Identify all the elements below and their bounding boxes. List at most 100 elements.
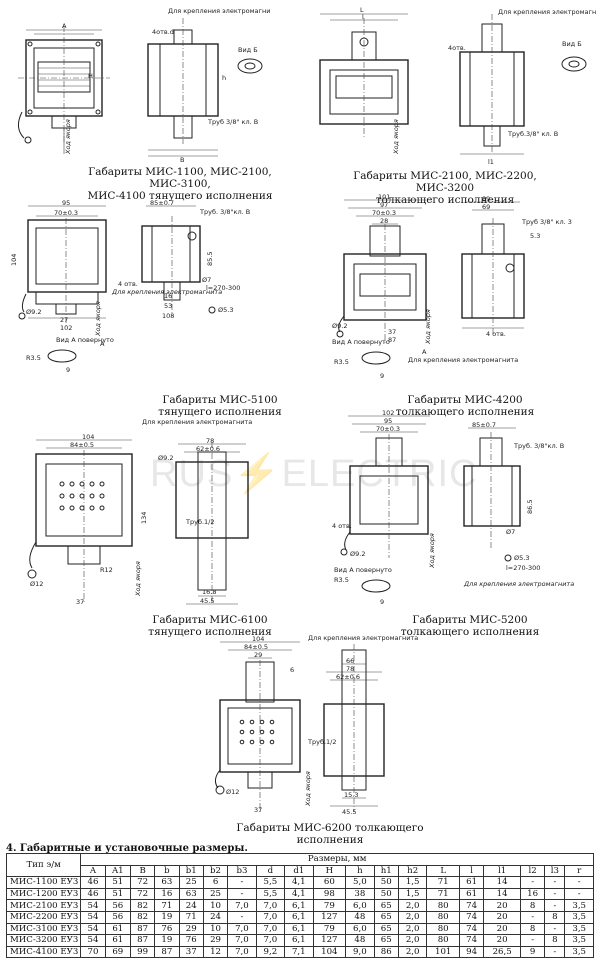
caption-fig6-line2: толкающего исполнения (400, 626, 540, 638)
drawing-mis-4200-pushing: 101 97 70±0.3 28 Ø9.2 Вид А повернуто R3… (330, 194, 596, 390)
value-cell: 7,1 (284, 945, 314, 959)
value-cell: 6,0 (345, 922, 375, 936)
fig6-d9: 9 (380, 598, 384, 606)
value-cell: 87 (129, 934, 156, 947)
value-cell: 80 (426, 922, 460, 936)
column-header: l3 (544, 864, 566, 878)
fig5-d104: 104 (82, 433, 94, 441)
fig6-stroke: Ход якоря (428, 533, 436, 569)
fig3-d92: Ø9.2 (26, 308, 41, 316)
value-cell: 7,0 (255, 922, 286, 936)
value-cell: 65 (373, 910, 399, 924)
fig1-holes: 4отв.d (152, 28, 174, 36)
value-cell: 5,0 (345, 876, 375, 889)
value-cell: 101 (426, 945, 460, 959)
fig3-d104: 104 (10, 254, 18, 266)
fig5-d12: Ø12 (30, 580, 43, 588)
value-cell: 54 (80, 922, 106, 936)
fig7-d104: 104 (252, 635, 264, 643)
value-cell: - (544, 945, 566, 959)
value-cell: 20 (483, 934, 522, 947)
value-cell: 74 (458, 922, 485, 936)
caption-fig7: Габариты МИС-6200 толкающего исполнения (210, 822, 450, 846)
value-cell: 51 (104, 876, 132, 889)
column-header: b1 (178, 864, 204, 878)
fig4-d89: 89 (482, 195, 490, 203)
fig7-d37: 37 (254, 806, 262, 814)
fig1-pipe: Труб 3/8" кл. В (207, 118, 258, 126)
value-cell: 79 (312, 922, 347, 936)
column-header: A1 (104, 864, 132, 878)
value-cell: - (544, 876, 566, 889)
fig7-d12: Ø12 (226, 788, 239, 796)
value-cell: 80 (426, 899, 460, 912)
column-header: L (426, 864, 460, 878)
value-cell: 98 (312, 887, 347, 901)
value-cell: 3,5 (564, 934, 594, 947)
type-cell: МИС-3200 ЕУ3 (5, 934, 82, 947)
value-cell: 82 (129, 910, 156, 924)
fig5-d78: 78 (206, 437, 214, 445)
column-header: h1 (373, 864, 399, 878)
value-cell: 70 (80, 945, 106, 959)
fig2-dim-L: L (360, 6, 364, 14)
fig2-pipe: Труб.3/8" кл. В (507, 130, 558, 138)
value-cell: 61 (104, 922, 132, 936)
fig5-pipe: Труб.1/2 (185, 518, 214, 526)
value-cell: 74 (458, 899, 485, 912)
drawing-mis-6100-pulling: Для крепления электромагнита 104 84±0.5 … (6, 414, 286, 610)
value-cell: 38 (345, 887, 375, 901)
value-cell: 76 (154, 922, 180, 936)
value-cell: 2,0 (397, 922, 428, 936)
fig6-l270: l=270-300 (506, 564, 540, 572)
value-cell: - (564, 876, 594, 889)
fig5-d37: 37 (76, 598, 84, 606)
fig2-stroke: Ход якоря (392, 119, 400, 155)
value-cell: - (544, 887, 566, 901)
value-cell: 76 (178, 934, 204, 947)
value-cell: 46 (80, 887, 106, 901)
value-cell: 51 (104, 887, 132, 901)
value-cell: - (227, 887, 257, 901)
fig4-r35: R3.5 (334, 358, 349, 366)
fig2-mount: Для крепления электромагнита (498, 8, 596, 16)
fig3-d16: 16 (164, 292, 172, 300)
value-cell: 19 (154, 934, 180, 947)
fig6-d95: 95 (384, 417, 392, 425)
column-header: l1 (483, 864, 522, 878)
value-cell: 7,0 (227, 945, 257, 959)
value-cell: 29 (178, 922, 204, 936)
fig1-view: Вид Б (238, 46, 258, 54)
caption-fig5: Габариты МИС-6100 тянущего исполнения (110, 614, 310, 638)
fig3-l270: l=270-300 (206, 284, 240, 292)
value-cell: 61 (458, 887, 485, 901)
value-cell: 94 (458, 945, 485, 959)
caption-fig4-line1: Габариты МИС-4200 (407, 394, 523, 406)
type-cell: МИС-1100 ЕУ3 (5, 876, 82, 889)
fig3-a: А (100, 340, 105, 348)
value-cell: 8 (544, 910, 566, 924)
caption-fig4-line2: толкающего исполнения (395, 406, 535, 418)
value-cell: 56 (104, 910, 132, 924)
value-cell: 127 (312, 910, 347, 924)
watermark-left: RUS (150, 453, 234, 495)
value-cell: 5,5 (255, 876, 286, 889)
value-cell: 10 (202, 899, 229, 912)
column-header: b (154, 864, 180, 878)
value-cell: 54 (80, 934, 106, 947)
value-cell: 127 (312, 934, 347, 947)
value-cell: 3,5 (564, 899, 594, 912)
fig7-d153: 15.3 (344, 791, 358, 799)
value-cell: 6,0 (345, 899, 375, 912)
value-cell: 4,1 (284, 887, 314, 901)
fig3-d102: 102 (60, 324, 72, 332)
column-header: A (80, 864, 106, 878)
value-cell: - (544, 922, 566, 936)
fig4-d101: 101 (378, 194, 390, 201)
fig3-d27: 27 (60, 316, 68, 324)
value-cell: 7,0 (227, 922, 257, 936)
